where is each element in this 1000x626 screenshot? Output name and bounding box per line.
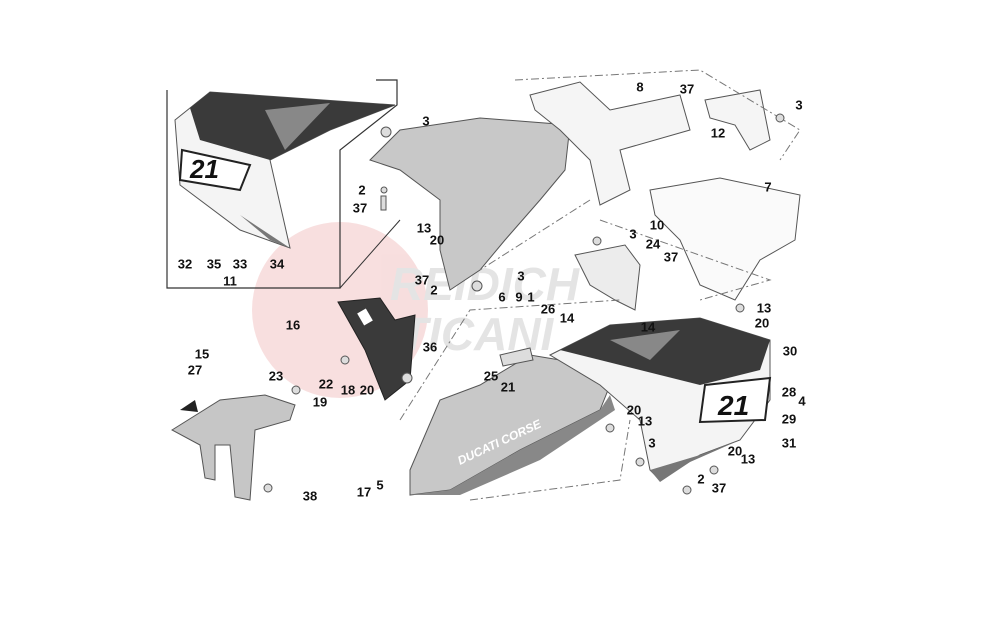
callout-2: 2 (697, 471, 705, 487)
callout-3: 3 (629, 226, 637, 242)
bracket-24 (574, 244, 641, 311)
callout-8: 8 (636, 79, 644, 95)
callout-27: 27 (187, 362, 203, 378)
watermark-logo: REIDICH TICANI (252, 222, 580, 398)
bracket-8 (529, 81, 691, 206)
callout-21: 21 (500, 379, 516, 395)
callout-13: 13 (637, 413, 653, 429)
callout-36: 36 (422, 339, 438, 355)
callout-7: 7 (764, 179, 772, 195)
race-number-decal: 21 (717, 390, 749, 421)
callout-13: 13 (740, 451, 756, 467)
front-mudguard (171, 394, 296, 501)
callout-17: 17 (356, 484, 372, 500)
inset-race-number: 21 (189, 154, 219, 184)
callout-12: 12 (710, 125, 726, 141)
callout-37: 37 (679, 81, 695, 97)
callout-9: 9 (515, 289, 523, 305)
callout-25: 25 (483, 368, 499, 384)
callout-29: 29 (781, 411, 797, 427)
callout-14: 14 (640, 319, 656, 335)
callout-4: 4 (798, 393, 806, 409)
callout-15: 15 (194, 346, 210, 362)
callout-20: 20 (429, 232, 445, 248)
callout-13: 13 (756, 300, 772, 316)
guide-lines (399, 69, 801, 501)
callout-3: 3 (648, 435, 656, 451)
callout-23: 23 (268, 368, 284, 384)
callout-3: 3 (795, 97, 803, 113)
callout-32: 32 (177, 256, 193, 272)
callout-3: 3 (422, 113, 430, 129)
inset-frame (166, 79, 398, 289)
callout-5: 5 (376, 477, 384, 493)
callout-20: 20 (626, 402, 642, 418)
callout-28: 28 (781, 384, 797, 400)
callout-20: 20 (754, 315, 770, 331)
callout-34: 34 (269, 256, 285, 272)
callout-37: 37 (663, 249, 679, 265)
inset-side-fairing: 21 (174, 91, 396, 249)
callout-31: 31 (781, 435, 797, 451)
callout-6: 6 (498, 289, 506, 305)
callout-20: 20 (359, 382, 375, 398)
callout-1: 1 (527, 289, 535, 305)
callout-26: 26 (540, 301, 556, 317)
callout-11: 11 (223, 273, 237, 289)
callout-18: 18 (340, 382, 356, 398)
callout-2: 2 (430, 282, 438, 298)
callout-13: 13 (416, 220, 432, 236)
fasteners (263, 113, 785, 495)
callout-20: 20 (727, 443, 743, 459)
callout-35: 35 (206, 256, 222, 272)
callout-37: 37 (352, 200, 368, 216)
callout-37: 37 (414, 272, 430, 288)
callout-10: 10 (649, 217, 665, 233)
callout-37: 37 (711, 480, 727, 496)
callout-19: 19 (312, 394, 328, 410)
callout-22: 22 (318, 376, 334, 392)
right-side-fairing: 21 (548, 317, 772, 482)
callout-24: 24 (645, 236, 661, 252)
callout-38: 38 (302, 488, 318, 504)
inner-fairing-panel (369, 117, 571, 291)
callout-14: 14 (559, 310, 575, 326)
panel-7 (649, 177, 801, 301)
callout-3: 3 (517, 268, 525, 284)
air-duct-16 (337, 297, 416, 401)
callout-33: 33 (232, 256, 248, 272)
callout-30: 30 (782, 343, 798, 359)
bracket-12 (704, 89, 771, 151)
callout-16: 16 (285, 317, 301, 333)
callout-2: 2 (358, 182, 366, 198)
